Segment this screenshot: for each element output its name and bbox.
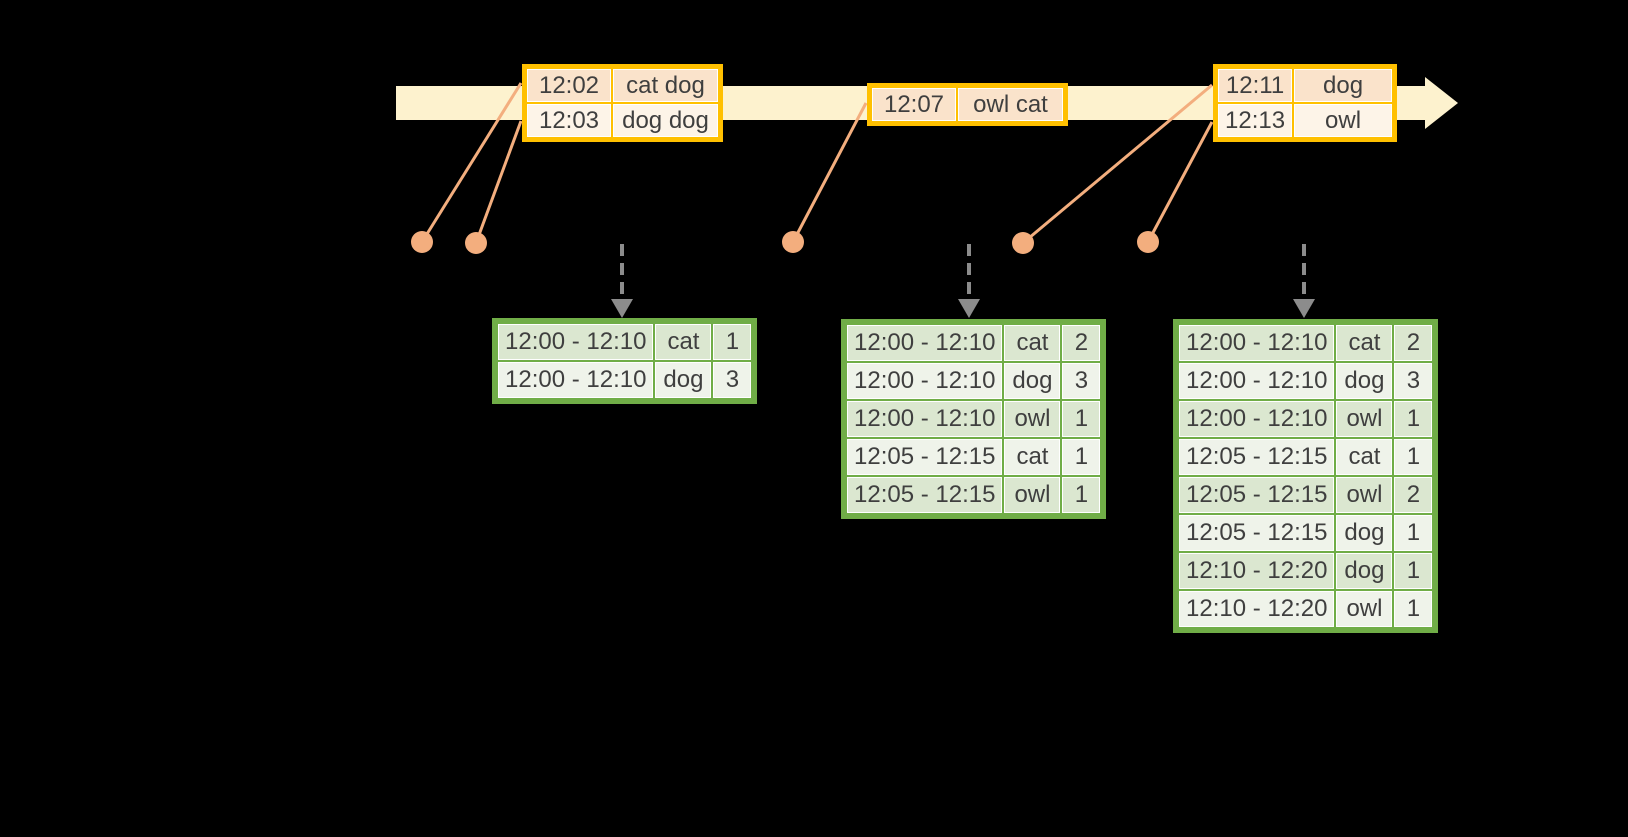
table-cell: 12:00 - 12:10 [847, 363, 1003, 399]
table-cell: cat dog [613, 69, 718, 102]
table-cell: 12:05 - 12:15 [847, 439, 1003, 475]
table-cell: owl [1294, 104, 1393, 137]
table-cell: 12:11 [1218, 69, 1293, 102]
table-cell: owl [1336, 591, 1393, 627]
table-cell: 12:00 - 12:10 [847, 401, 1003, 437]
event-dot [1137, 231, 1159, 253]
connector-line [791, 102, 868, 243]
table-cell: owl cat [958, 88, 1063, 121]
table-cell: dog [1004, 363, 1061, 399]
table-cell: dog [1336, 363, 1393, 399]
table-cell: 12:00 - 12:10 [1179, 401, 1335, 437]
event-dot [465, 232, 487, 254]
table-cell: owl [1336, 401, 1393, 437]
table-cell: owl [1004, 477, 1061, 513]
table-cell: 12:00 - 12:10 [1179, 325, 1335, 361]
table-cell: dog [1336, 553, 1393, 589]
table-cell: 12:00 - 12:10 [498, 362, 654, 398]
event-dots [411, 231, 1159, 254]
timeline-arrowhead-icon [1425, 77, 1458, 129]
table-cell: dog dog [613, 104, 718, 137]
table-cell: 1 [1394, 515, 1433, 551]
table-cell: 12:13 [1218, 104, 1293, 137]
table-cell: 12:05 - 12:15 [1179, 515, 1335, 551]
event-dot [1012, 232, 1034, 254]
table-cell: 12:00 - 12:10 [498, 324, 654, 360]
table-cell: cat [1336, 439, 1393, 475]
table-cell: 2 [1394, 477, 1433, 513]
trigger-arrowhead-icon [611, 299, 633, 318]
table-cell: 3 [1062, 363, 1101, 399]
table-cell: 3 [1394, 363, 1433, 399]
table-cell: 2 [1062, 325, 1101, 361]
table-cell: owl [1336, 477, 1393, 513]
connector-line [474, 120, 523, 244]
trigger-arrowhead-icon [958, 299, 980, 318]
table-cell: cat [1336, 325, 1393, 361]
table-cell: cat [1004, 439, 1061, 475]
trigger-arrows [611, 244, 1315, 318]
table-cell: 12:10 - 12:20 [1179, 553, 1335, 589]
table-cell: 12:00 - 12:10 [847, 325, 1003, 361]
table-cell: 12:05 - 12:15 [1179, 477, 1335, 513]
table-cell: dog [1336, 515, 1393, 551]
connector-line [1146, 121, 1214, 243]
table-cell: 12:05 - 12:15 [847, 477, 1003, 513]
table-cell: owl [1004, 401, 1061, 437]
table-cell: 12:00 - 12:10 [1179, 363, 1335, 399]
table-cell: 12:02 [527, 69, 611, 102]
table-cell: dog [1294, 69, 1393, 102]
table-cell: 3 [713, 362, 752, 398]
table-cell: 12:05 - 12:15 [1179, 439, 1335, 475]
event-dot [411, 231, 433, 253]
table-cell: 12:10 - 12:20 [1179, 591, 1335, 627]
table-cell: 1 [1062, 401, 1101, 437]
table-cell: cat [655, 324, 712, 360]
table-cell: cat [1004, 325, 1061, 361]
table-cell: 1 [1394, 401, 1433, 437]
event-dot [782, 231, 804, 253]
table-cell: 1 [713, 324, 752, 360]
table-cell: 2 [1394, 325, 1433, 361]
table-cell: 1 [1062, 439, 1101, 475]
table-cell: dog [655, 362, 712, 398]
table-cell: 1 [1394, 439, 1433, 475]
table-cell: 12:07 [872, 88, 956, 121]
table-cell: 1 [1062, 477, 1101, 513]
trigger-arrowhead-icon [1293, 299, 1315, 318]
table-cell: 12:03 [527, 104, 611, 137]
table-cell: 1 [1394, 553, 1433, 589]
table-cell: 1 [1394, 591, 1433, 627]
